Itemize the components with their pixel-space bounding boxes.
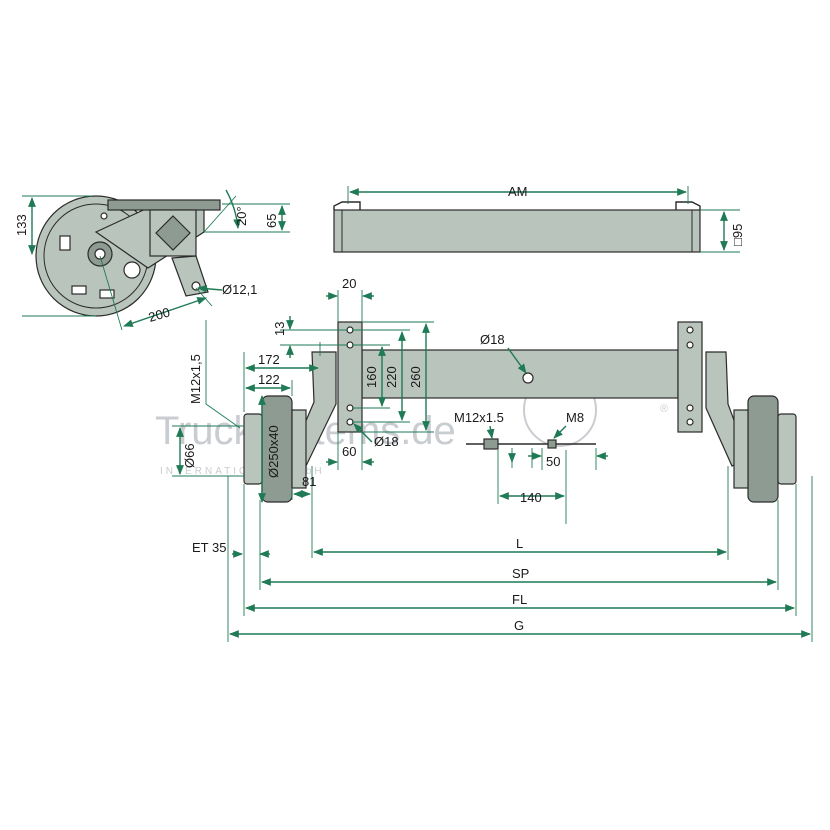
dim-81-label: 81 xyxy=(302,474,316,489)
watermark-subtitle: INTERNATIONAL GmbH xyxy=(160,466,325,477)
right-mounting-plate xyxy=(677,321,703,433)
angle-arc xyxy=(225,189,242,229)
hole-leader xyxy=(197,284,223,293)
right-hook xyxy=(675,201,701,210)
overall-dimensions: L SP FL G xyxy=(227,466,813,642)
tube-hole xyxy=(522,372,534,384)
top-view: AM □95 xyxy=(333,184,745,253)
dim-172-label: 172 xyxy=(258,352,280,367)
cable-thread-label: M12x1.5 xyxy=(454,410,504,425)
dim-122-label: 122 xyxy=(258,372,280,387)
side-view: 133 65 20° Ø12,1 200 xyxy=(14,189,290,331)
cable-nut-shape xyxy=(547,439,557,449)
front-view: 20 13 160 220 260 Ø18 Ø18 60 xyxy=(172,276,797,558)
dim-20-label: 20 xyxy=(342,276,356,291)
left-hook xyxy=(333,201,361,210)
et-label: ET 35 xyxy=(192,540,226,555)
angle-label: 20° xyxy=(234,206,249,226)
cable-dim-50-label: 50 xyxy=(546,454,560,469)
dim-SP-label: SP xyxy=(512,566,529,581)
left-hub xyxy=(243,413,263,485)
plate-hole-label: Ø18 xyxy=(374,434,399,449)
right-drum xyxy=(747,395,779,503)
brake-cable: M12x1.5 M8 50 140 xyxy=(454,410,608,524)
cable-dim-140-label: 140 xyxy=(520,490,542,505)
dim-200-label: 200 xyxy=(147,304,172,324)
dim-G-label: G xyxy=(514,618,524,633)
dim-160-label: 160 xyxy=(364,366,379,388)
left-mounting-plate xyxy=(337,321,363,433)
thread-label: M12x1,5 xyxy=(188,354,203,404)
brake-shoe-slot xyxy=(59,235,71,251)
cable-thread-shape xyxy=(483,438,499,450)
watermark-registered: ® xyxy=(660,403,668,415)
dim-65-label: 65 xyxy=(264,214,279,228)
hub-hole xyxy=(94,248,106,260)
tube-hole-label: Ø18 xyxy=(480,332,505,347)
lever-hole xyxy=(191,281,201,291)
hub-dia-label: Ø66 xyxy=(182,443,197,468)
right-hub xyxy=(777,413,797,485)
right-backplate xyxy=(733,409,749,489)
mounting-bracket-top xyxy=(107,199,221,211)
rubber-element-shape xyxy=(155,215,191,251)
brake-shoe-slot xyxy=(71,285,87,295)
hole-label: Ø12,1 xyxy=(222,282,257,297)
drum-label: Ø250x40 xyxy=(266,425,281,478)
bolt-hole xyxy=(100,212,108,220)
axle-tube-top xyxy=(333,209,701,253)
dim-200-line xyxy=(123,297,207,327)
brake-shoe-slot xyxy=(99,289,115,299)
lever-shape xyxy=(171,255,209,297)
left-backplate xyxy=(291,409,307,489)
adjuster-shape xyxy=(123,261,141,279)
dim-FL-label: FL xyxy=(512,592,527,607)
dim-260-label: 260 xyxy=(408,366,423,388)
dim-L-label: L xyxy=(516,536,523,551)
dim-60-label: 60 xyxy=(342,444,356,459)
dim-220-label: 220 xyxy=(384,366,399,388)
dim-13-label: 13 xyxy=(272,322,287,336)
tube-section-label: □95 xyxy=(730,224,745,246)
cable-nut-label: M8 xyxy=(566,410,584,425)
dim-133-label: 133 xyxy=(14,214,29,236)
am-label: AM xyxy=(508,184,528,199)
